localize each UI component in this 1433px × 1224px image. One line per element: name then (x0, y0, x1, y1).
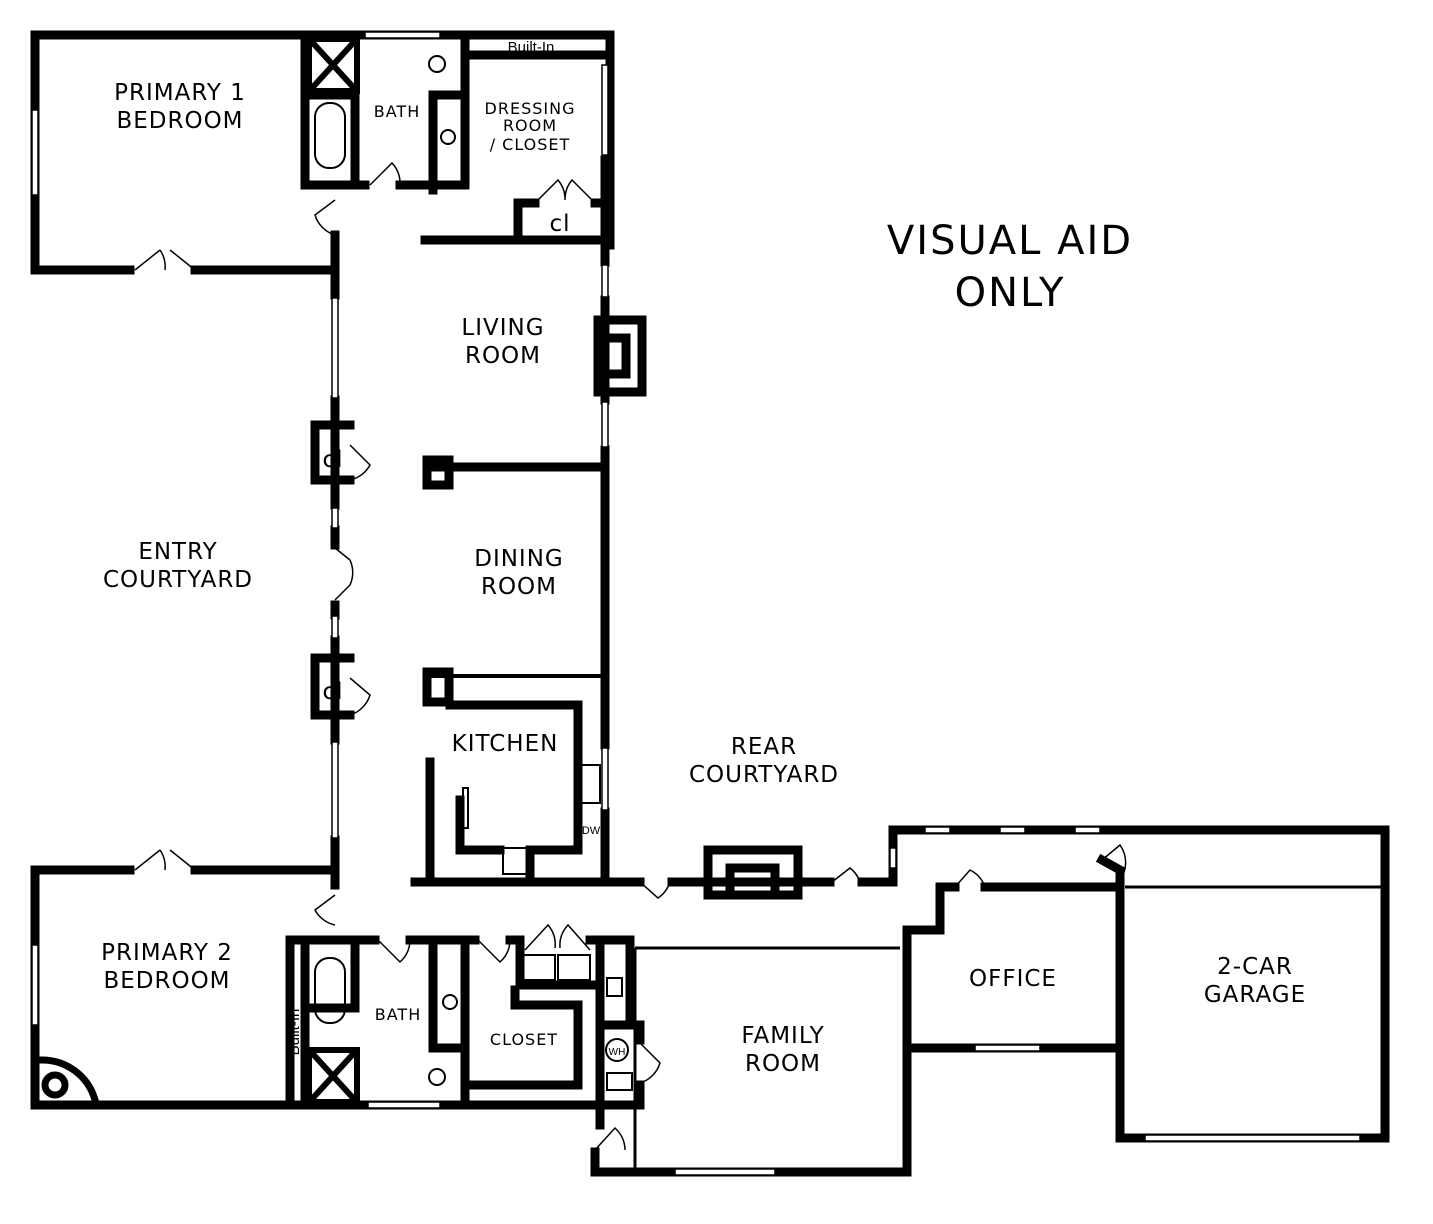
bathtub-icon (314, 957, 346, 1024)
label-family-room: ROOM (745, 1051, 821, 1077)
washer-icon (521, 954, 556, 981)
label-primary2-bedroom: PRIMARY 2 (101, 940, 233, 966)
label-closet-low: cl (322, 679, 343, 705)
label-dishwasher: DW (582, 825, 601, 837)
label-water-heater: WH (609, 1047, 626, 1058)
windows (31, 31, 1361, 1176)
label-living-room: LIVING (461, 315, 544, 341)
water-heater-icon (605, 1038, 629, 1062)
toilet-icon (428, 55, 446, 73)
utility-sink-icon (606, 977, 623, 997)
label-dining-room: ROOM (481, 574, 557, 600)
walls (30, 30, 1390, 1177)
label-entry-courtyard: ENTRY (138, 539, 217, 565)
label-primary2-bedroom: BEDROOM (103, 968, 230, 994)
sink-icon (442, 994, 458, 1010)
kitchen-sink-icon (579, 764, 601, 804)
fixtures (36, 36, 633, 1105)
label-entry-courtyard: COURTYARD (103, 567, 253, 593)
label-garage: 2-CAR (1217, 954, 1293, 980)
label-bath-2: BATH (375, 1005, 421, 1024)
label-dining-room: DINING (474, 546, 564, 572)
fridge-icon (462, 787, 469, 829)
label-bath-1: BATH (374, 102, 420, 121)
label-closet-top: cl (549, 211, 570, 237)
label-family-room: FAMILY (741, 1023, 824, 1049)
title-line-2: ONLY (955, 270, 1066, 316)
label-dressing-room: ROOM (503, 116, 557, 135)
label-living-room: ROOM (465, 343, 541, 369)
bathtub-icon (314, 102, 346, 169)
stove-icon (502, 847, 529, 875)
room-labels: PRIMARY 1 BEDROOM BATH Built-In DRESSING… (101, 39, 1306, 1077)
label-rear-courtyard: REAR (731, 734, 797, 760)
label-kitchen: KITCHEN (452, 731, 559, 757)
shower-icon (306, 36, 360, 1105)
label-dressing-room: DRESSING (485, 99, 576, 118)
title-line-1: VISUAL AID (887, 218, 1133, 264)
label-garage: GARAGE (1204, 982, 1306, 1008)
label-primary1-bedroom: BEDROOM (116, 108, 243, 134)
sink-icon (440, 129, 456, 145)
label-primary1-bedroom: PRIMARY 1 (114, 80, 246, 106)
label-closet-mid: cl (322, 447, 343, 473)
toilet-icon (428, 1068, 446, 1086)
label-dressing-room: / CLOSET (490, 135, 571, 154)
label-rear-courtyard: COURTYARD (689, 762, 839, 788)
doors (134, 161, 1127, 1151)
label-built-in-side: Built-In (286, 1009, 303, 1056)
label-office: OFFICE (969, 966, 1057, 992)
title-label: VISUAL AID ONLY (887, 218, 1133, 316)
utility-box-icon (606, 1072, 633, 1091)
label-built-in-top: Built-In (508, 39, 555, 56)
spiral-stair-icon (36, 1056, 100, 1105)
label-closet: CLOSET (490, 1030, 558, 1049)
dryer-icon (557, 954, 591, 981)
